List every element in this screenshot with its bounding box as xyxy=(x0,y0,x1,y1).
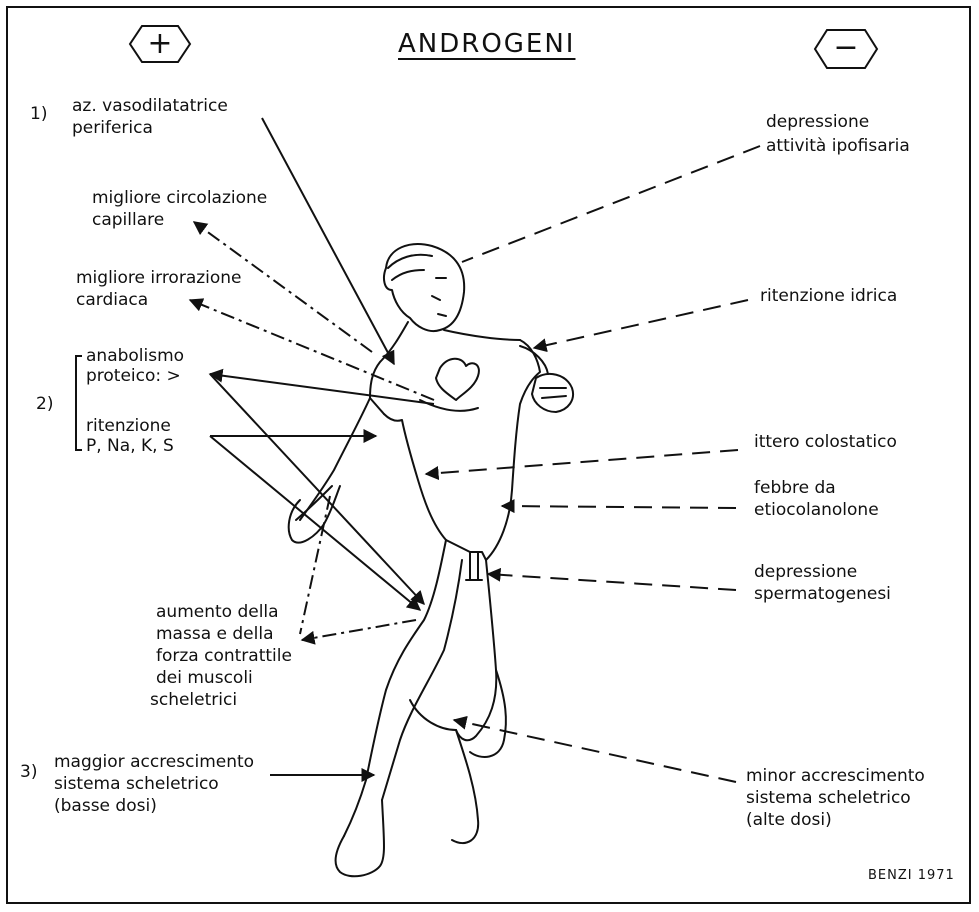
item2-number: 2) xyxy=(36,394,53,414)
cardiaca-line1: migliore irrorazione xyxy=(76,268,242,288)
minor-accrescimento-line1: minor accrescimento xyxy=(746,766,925,786)
muscoli-line1: aumento della xyxy=(156,602,279,622)
negative-sign: − xyxy=(821,33,871,63)
accrescimento-line1: maggior accrescimento xyxy=(54,752,254,772)
minor-accrescimento-line3: (alte dosi) xyxy=(746,810,832,830)
minor-accrescimento-line2: sistema scheletrico xyxy=(746,788,911,808)
arrow-anabolismo-2 xyxy=(210,374,424,604)
human-figure-icon xyxy=(289,244,573,876)
muscoli-line2: massa e della xyxy=(156,624,274,644)
arrow-ritenzione-2 xyxy=(210,436,420,610)
muscoli-line5: scheletrici xyxy=(150,690,237,710)
bracket-item2 xyxy=(76,356,82,450)
ipofisaria-line1: depressione xyxy=(766,112,869,132)
ritenzione-line2: P, Na, K, S xyxy=(86,436,174,456)
febbre-line2: etiocolanolone xyxy=(754,500,879,520)
arrow-ittero xyxy=(426,450,738,474)
vasodilatatrice-line2: periferica xyxy=(72,118,153,138)
cardiaca-line2: cardiaca xyxy=(76,290,148,310)
ittero-colostatico: ittero colostatico xyxy=(754,432,897,452)
arrow-spermatogenesi xyxy=(488,574,736,590)
accrescimento-line3: (basse dosi) xyxy=(54,796,157,816)
positive-sign: + xyxy=(135,29,185,59)
item3-number: 3) xyxy=(20,762,37,782)
arrow-cardiaca xyxy=(190,300,434,400)
accrescimento-line2: sistema scheletrico xyxy=(54,774,219,794)
arrow-muscoli xyxy=(300,496,416,640)
item1-number: 1) xyxy=(30,104,47,124)
arrow-idrica xyxy=(534,300,748,348)
page-title: ANDROGENI xyxy=(398,34,575,54)
arrow-vasodilatatrice xyxy=(262,118,394,364)
anabolismo-line2: proteico: > xyxy=(86,366,181,386)
arrow-anabolismo-1 xyxy=(210,374,434,404)
capillare-line1: migliore circolazione xyxy=(92,188,267,208)
ipofisaria-line2: attività ipofisaria xyxy=(766,136,910,156)
spermatogenesi-line1: depressione xyxy=(754,562,857,582)
signature: BENZI 1971 xyxy=(868,866,955,886)
muscoli-line4: dei muscoli xyxy=(156,668,253,688)
arrow-febbre xyxy=(502,506,736,508)
muscoli-line3: forza contrattile xyxy=(156,646,292,666)
vasodilatatrice-line1: az. vasodilatatrice xyxy=(72,96,228,116)
ritenzione-idrica: ritenzione idrica xyxy=(760,286,897,306)
arrow-minor-accrescimento xyxy=(454,720,736,782)
spermatogenesi-line2: spermatogenesi xyxy=(754,584,891,604)
anabolismo-line1: anabolismo xyxy=(86,346,184,366)
capillare-line2: capillare xyxy=(92,210,164,230)
febbre-line1: febbre da xyxy=(754,478,836,498)
line-ipofisaria xyxy=(462,146,760,262)
ritenzione-line1: ritenzione xyxy=(86,416,171,436)
